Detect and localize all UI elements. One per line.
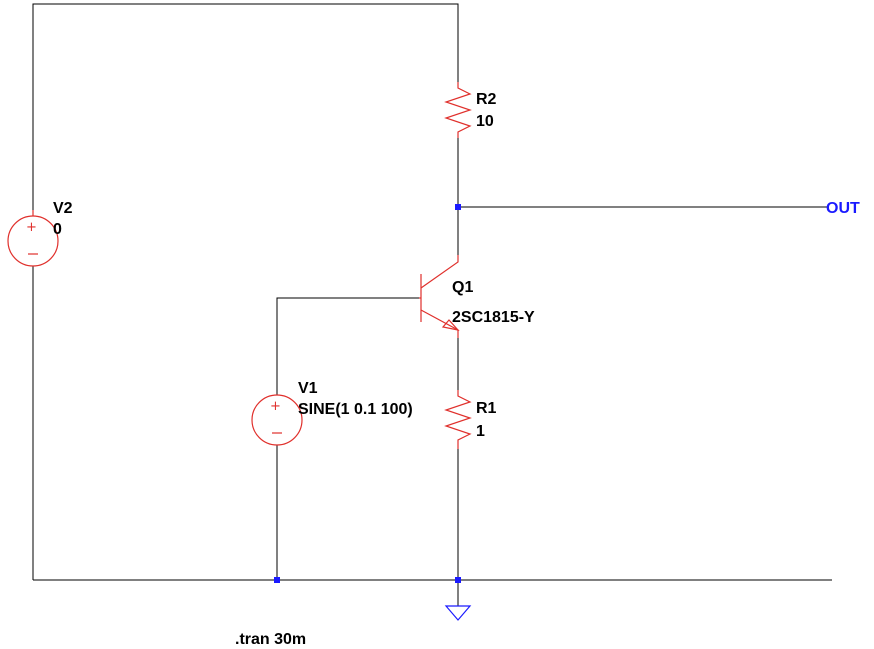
junction-v1-ground [274,577,280,583]
wires [32,3,832,606]
v1-value-label: SINE(1 0.1 100) [298,401,413,418]
plus-icon: + [270,399,281,414]
source-circle-icon [7,215,59,267]
v2-name-label: V2 [53,200,73,217]
resistor-zigzag-icon [444,390,472,449]
ground-icon[interactable] [444,605,472,621]
collector-lead [420,255,459,289]
emitter-arrow-icon [441,319,460,331]
q1-name-label: Q1 [452,279,473,296]
v1-name-label: V1 [298,380,318,397]
r2-name-label: R2 [476,91,497,108]
plus-icon: + [26,220,37,235]
q1-model-label: 2SC1815-Y [452,309,535,326]
wire-top-rail [32,3,459,210]
transistor-q1[interactable] [419,255,460,338]
junction-out-node [455,204,461,210]
source-circle-icon [251,394,303,446]
resistor-zigzag-icon [444,82,472,138]
v2-value-label: 0 [53,221,62,238]
r1-value-label: 1 [476,423,485,440]
junctions [274,204,461,583]
voltage-source-v1[interactable]: + [251,394,303,446]
resistor-r2[interactable] [444,82,472,138]
voltage-source-v2[interactable]: + [7,210,59,267]
out-net-label: OUT [826,200,860,217]
r1-name-label: R1 [476,400,497,417]
spice-directive[interactable]: .tran 30m [235,631,306,648]
resistor-r1[interactable] [444,390,472,449]
wire-base-to-v1 [276,297,419,395]
junction-r1-ground [455,577,461,583]
r2-value-label: 10 [476,113,494,130]
